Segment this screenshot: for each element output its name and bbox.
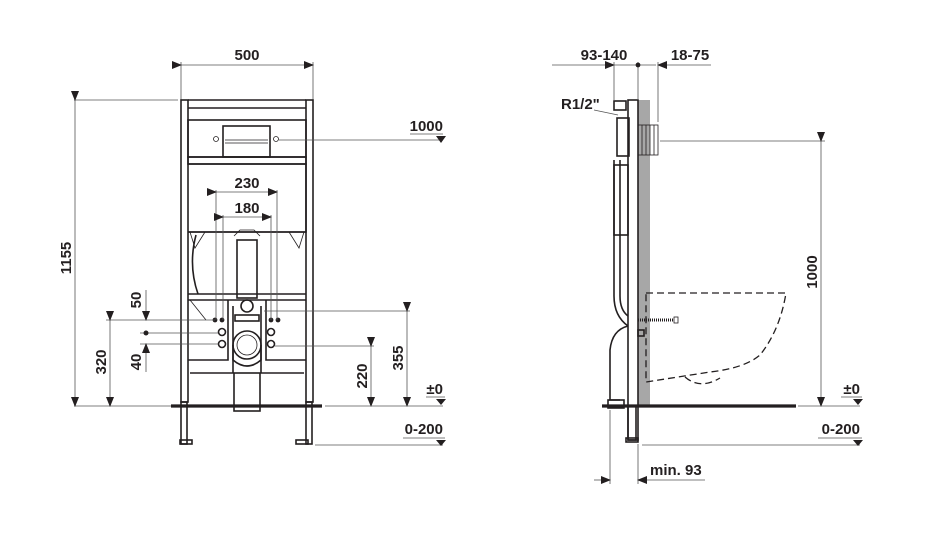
dimension-min-93: min. 93 [594, 410, 705, 484]
spacing-50-label: 50 [128, 292, 145, 309]
dimension-height-220: 220 [275, 337, 375, 407]
floor-level-label: ±0 [426, 381, 443, 398]
height-label: 1155 [58, 242, 75, 275]
wall-section [638, 100, 650, 406]
dimension-spacing-180: 180 [214, 200, 272, 320]
side-foot-range-label: 0-200 [822, 421, 860, 438]
height-320-label: 320 [93, 349, 110, 374]
foot-range-label: 0-200 [405, 421, 443, 438]
wall-depth-label: 18-75 [671, 47, 709, 64]
flush-plate-opening [222, 125, 271, 158]
connector-label: R1/2" [561, 96, 600, 113]
side-foot-range-marker: 0-200 [642, 421, 863, 446]
dimension-side-actuator-1000: 1000 [660, 132, 825, 407]
floor-level-marker: ±0 [325, 381, 446, 407]
dimension-width-500: 500 [172, 47, 314, 100]
dimension-50-40: 50 40 [106, 290, 218, 372]
toilet-bowl-outline [645, 292, 787, 383]
side-actuator-height-label: 1000 [804, 255, 821, 288]
dimension-height-1155: 1155 [58, 91, 178, 407]
dimension-actuator-1000: 1000 [279, 118, 446, 143]
dimension-spacing-230: 230 [207, 175, 278, 320]
dimension-height-320: 320 [93, 311, 114, 407]
min-depth-label: min. 93 [650, 462, 702, 479]
actuator-height-label: 1000 [410, 118, 443, 135]
height-220-label: 220 [354, 363, 371, 388]
foot-range-marker: 0-200 [315, 421, 446, 446]
side-floor-level-label: ±0 [843, 381, 860, 398]
dimension-depth-93-140: 93-140 18-75 [552, 47, 711, 122]
width-label: 500 [234, 47, 259, 64]
side-frame [602, 99, 796, 443]
outer-spacing-label: 230 [234, 175, 259, 192]
inner-spacing-label: 180 [234, 200, 259, 217]
dimension-height-355: 355 [264, 302, 411, 407]
frame [171, 99, 322, 445]
depth-label: 93-140 [581, 47, 628, 64]
connector-callout: R1/2" [561, 96, 619, 116]
front-view: 500 1155 [58, 47, 446, 446]
side-floor-level-marker: ±0 [798, 381, 863, 407]
height-355-label: 355 [390, 345, 407, 370]
spacing-40-label: 40 [128, 354, 145, 371]
side-view: 93-140 18-75 R1/2" 1000 ±0 0-200 [552, 47, 863, 484]
